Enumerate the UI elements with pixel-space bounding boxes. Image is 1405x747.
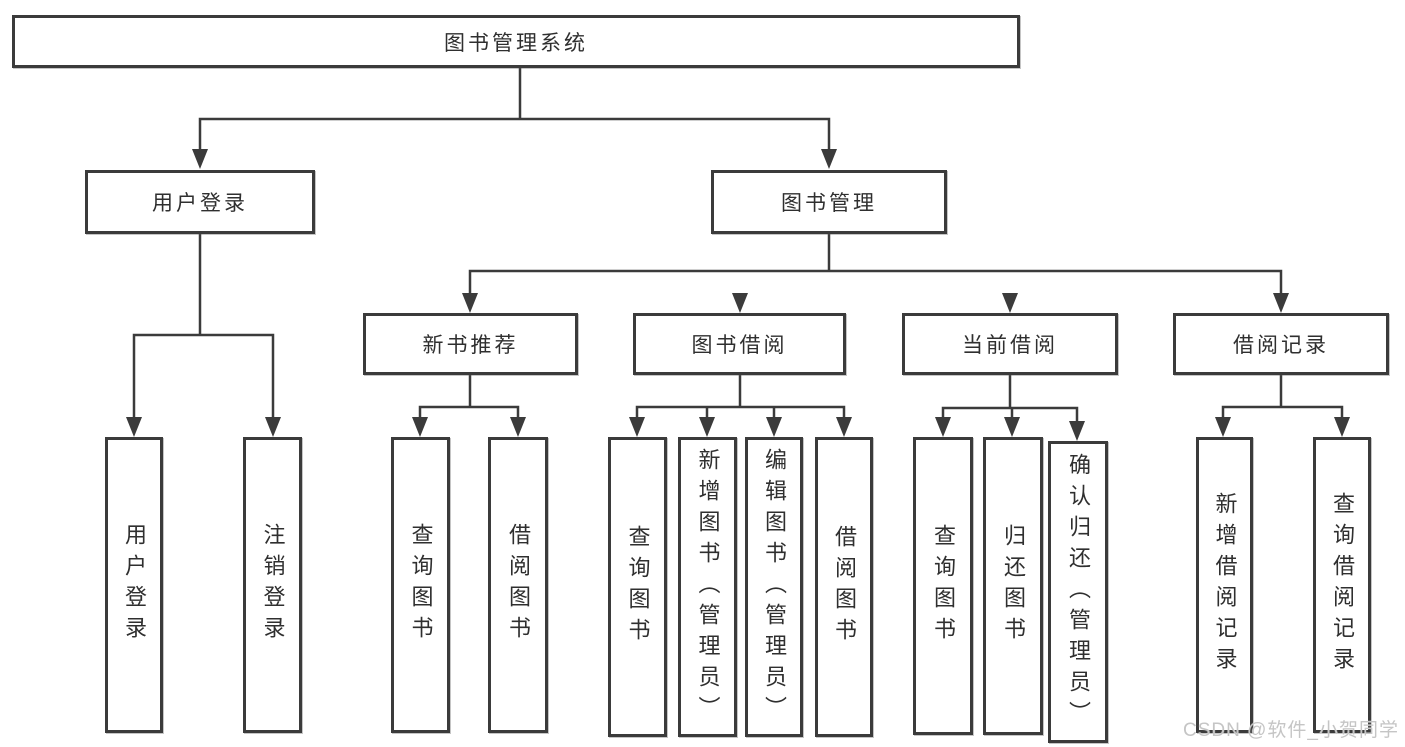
csdn-watermark: CSDN @软件_小贺同学: [1183, 720, 1399, 741]
node-root: 图书管理系统: [12, 15, 1020, 68]
node-user-login-branch: 用户登录: [85, 170, 315, 234]
leaf-user-login: 用户登录: [105, 437, 163, 733]
leaf-query-borrow-record: 查询借阅记录: [1313, 437, 1371, 733]
leaf-add-book-admin: 新增图书（管理员）: [678, 437, 737, 737]
node-new-book-recommend: 新书推荐: [363, 313, 578, 375]
leaf-query-books-recommend: 查询图书: [391, 437, 450, 733]
leaf-logout: 注销登录: [243, 437, 302, 733]
leaf-borrow-books: 借阅图书: [815, 437, 873, 737]
leaf-return-book: 归还图书: [983, 437, 1043, 735]
leaf-query-books-current: 查询图书: [913, 437, 973, 735]
leaf-confirm-return-admin: 确认归还（管理员）: [1048, 441, 1108, 743]
leaf-add-borrow-record: 新增借阅记录: [1196, 437, 1253, 733]
node-book-management-branch: 图书管理: [711, 170, 947, 234]
node-current-borrow: 当前借阅: [902, 313, 1118, 375]
leaf-query-books-borrow: 查询图书: [608, 437, 667, 737]
leaf-edit-book-admin: 编辑图书（管理员）: [745, 437, 803, 737]
node-book-borrow: 图书借阅: [633, 313, 846, 375]
node-borrow-records: 借阅记录: [1173, 313, 1389, 375]
leaf-borrow-books-recommend: 借阅图书: [488, 437, 548, 733]
